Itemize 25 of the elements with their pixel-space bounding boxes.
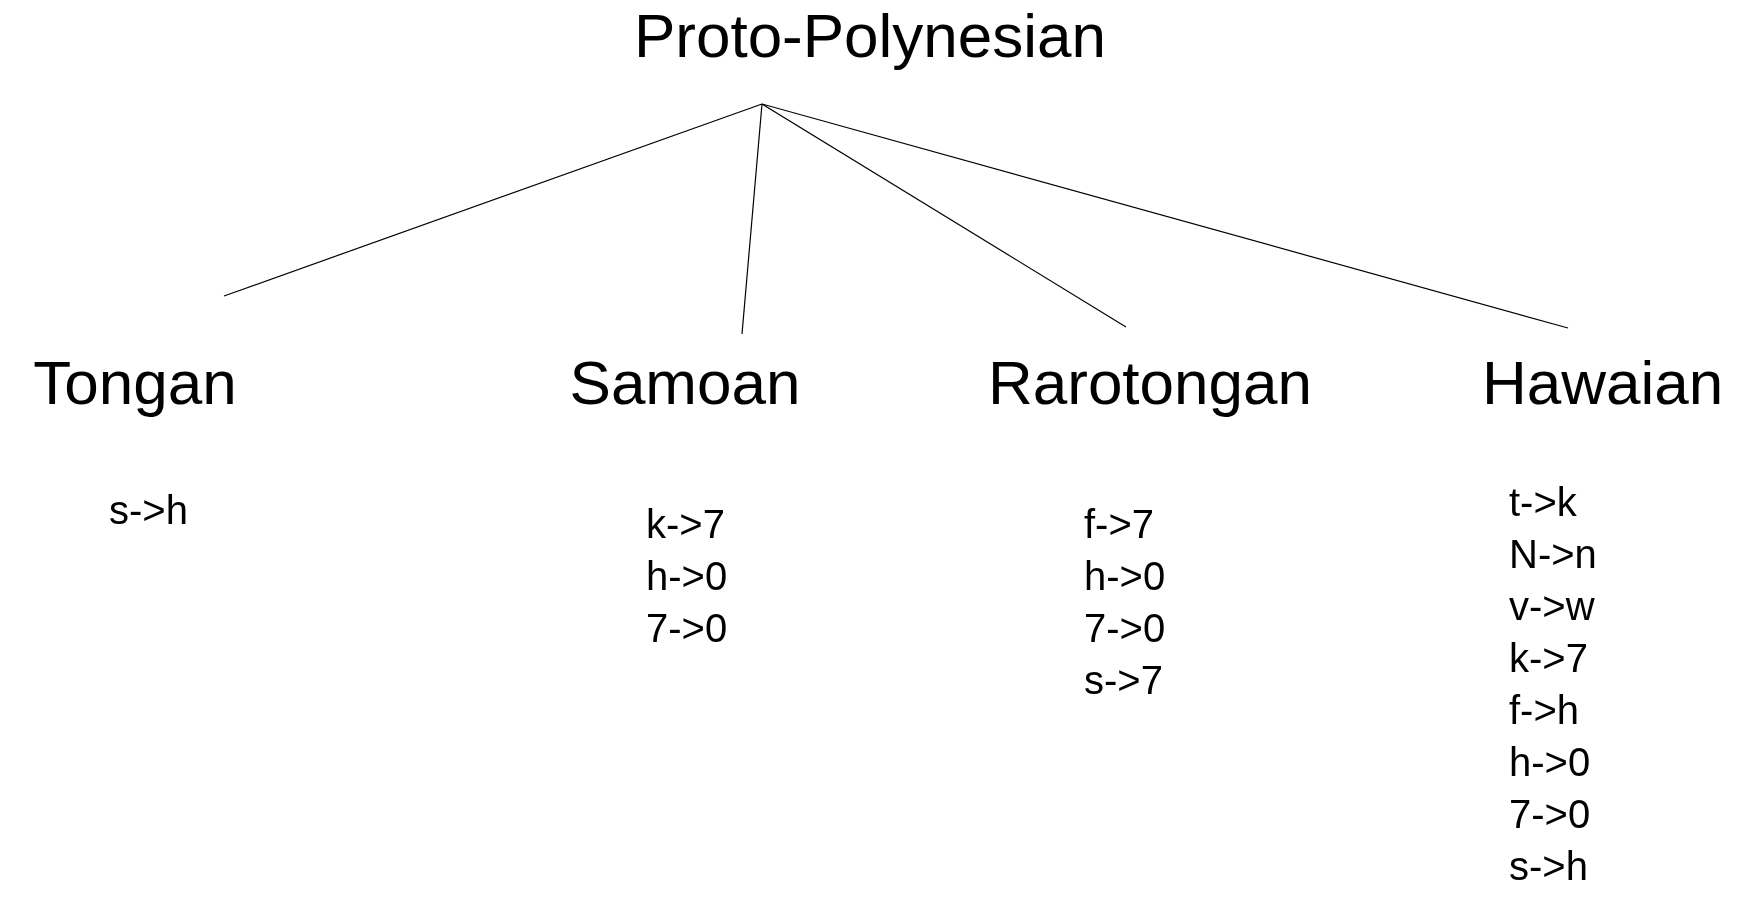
sound-change: 7->0	[1509, 791, 1592, 838]
connector-line	[223, 103, 763, 297]
connector-line	[741, 103, 763, 335]
sound-change: s->7	[1084, 657, 1164, 704]
language-name: Hawaian	[1481, 347, 1724, 418]
sound-change: f->7	[1084, 501, 1156, 548]
sound-change: 7->0	[646, 605, 728, 652]
sound-change: t->k	[1509, 479, 1578, 526]
language-name: Rarotongan	[988, 347, 1312, 418]
language-name: Samoan	[569, 347, 801, 418]
sound-change: 7->0	[1084, 605, 1166, 652]
sound-change: h->0	[646, 553, 728, 600]
connector-line	[761, 103, 1569, 329]
connector-line	[761, 103, 1127, 328]
sound-change: k->7	[646, 501, 726, 548]
language-name: Proto-Polynesian	[633, 0, 1107, 71]
sound-change: s->h	[109, 487, 188, 534]
sound-change: h->0	[1509, 739, 1592, 786]
language-name: Tongan	[33, 347, 237, 418]
sound-change: s->h	[1509, 843, 1589, 890]
sound-change: N->n	[1509, 531, 1597, 578]
sound-change: k->7	[1509, 635, 1589, 682]
sound-change: f->h	[1509, 687, 1581, 734]
sound-change: h->0	[1084, 553, 1166, 600]
sound-change: v->w	[1509, 583, 1596, 630]
